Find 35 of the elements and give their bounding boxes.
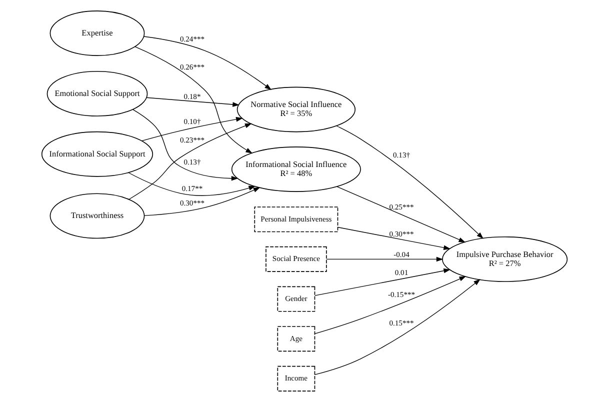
arrow [134,46,252,154]
edge-label: 0.17** [181,184,202,194]
arrow [336,186,466,242]
arrow [314,268,450,296]
node-box: Social Presence [265,246,326,272]
edge-label: 0.15*** [388,318,414,328]
arrow [143,36,272,90]
arrow [336,226,450,250]
edge-label: 0.23*** [179,135,204,144]
arrow [336,126,483,239]
edge-label: 0.01 [394,268,408,277]
edge-label: 0.10† [183,116,200,126]
edge-label: 0.26*** [179,62,204,72]
node-box: Age [276,326,315,352]
node-box: Personal Impulsiveness [254,206,338,232]
edge-label: 0.13† [392,150,410,160]
edge-label: -0.15*** [387,290,415,299]
arrow [144,187,260,216]
node-box: Gender [276,286,315,312]
edge-label: 0.30*** [179,198,204,208]
arrow [326,256,443,262]
arrow [128,123,252,200]
edge-label: 0.13† [183,157,200,166]
node-box: Income [276,366,315,392]
edge-label: 0.25*** [388,202,414,212]
arrow [146,97,240,107]
arrow [141,116,242,142]
edge-label: 0.30*** [388,229,414,238]
arrow [128,172,256,196]
arrow [314,279,480,375]
arrow [132,109,238,181]
edge-label: 0.24*** [179,34,204,44]
edge-label: 0.18* [183,92,200,102]
arrow [314,276,466,334]
edge-label: -0.04 [393,250,409,259]
